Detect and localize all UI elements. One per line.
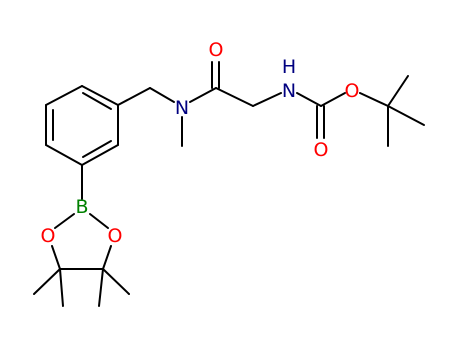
bond-ring-top xyxy=(45,85,83,106)
bond-boron-to-o-right xyxy=(89,213,109,229)
bond-pinacol-left-methyl-2 xyxy=(59,268,64,307)
bond-layer xyxy=(33,61,425,307)
bond-pinacol-left-methyl-1 xyxy=(33,268,61,295)
atom-amide-nitrogen: N xyxy=(175,97,189,119)
bond-tbu-methyl-up xyxy=(387,75,409,107)
bond-o-left-to-c xyxy=(51,245,61,270)
atom-ring-oxygen-right: O xyxy=(108,225,123,247)
bond-n-to-carbonyl xyxy=(189,87,217,103)
atom-ring-oxygen-left: O xyxy=(41,225,56,247)
bond-boron-to-o-left xyxy=(54,213,75,229)
bond-tbu-methyl-right xyxy=(387,105,425,126)
bond-o-to-tbu xyxy=(359,92,389,107)
atom-boron: B xyxy=(75,196,88,218)
atom-amide-oxygen: O xyxy=(209,39,224,61)
bond-ch2-to-nh xyxy=(252,92,282,107)
bond-ring-to-ch2 xyxy=(117,87,151,106)
bond-carbonyl-to-ch2 xyxy=(215,87,254,107)
bond-pinacol-right-methyl-2 xyxy=(98,268,104,307)
bond-nh-to-carbamate xyxy=(296,92,322,107)
bond-pinacol-right-methyl-1 xyxy=(102,268,130,295)
bond-ring-top-right xyxy=(81,85,119,106)
bond-ring-inner-top xyxy=(82,92,112,110)
bond-o-right-to-c xyxy=(102,245,112,270)
atom-nh-hydrogen: H xyxy=(282,56,296,78)
atom-ester-oxygen: O xyxy=(345,80,360,102)
bond-ring-inner-bottom xyxy=(82,140,112,158)
bond-ring-bottom-left xyxy=(45,144,83,166)
bond-ch2-to-n xyxy=(149,87,175,103)
atom-carbonyl-oxygen: O xyxy=(314,139,329,161)
bond-carbamate-to-o xyxy=(320,92,346,107)
atom-nh-nitrogen: N xyxy=(282,80,296,102)
bond-ring-bottom-right xyxy=(81,144,119,166)
atom-label-layer: O N H N O O B O O xyxy=(41,39,360,247)
